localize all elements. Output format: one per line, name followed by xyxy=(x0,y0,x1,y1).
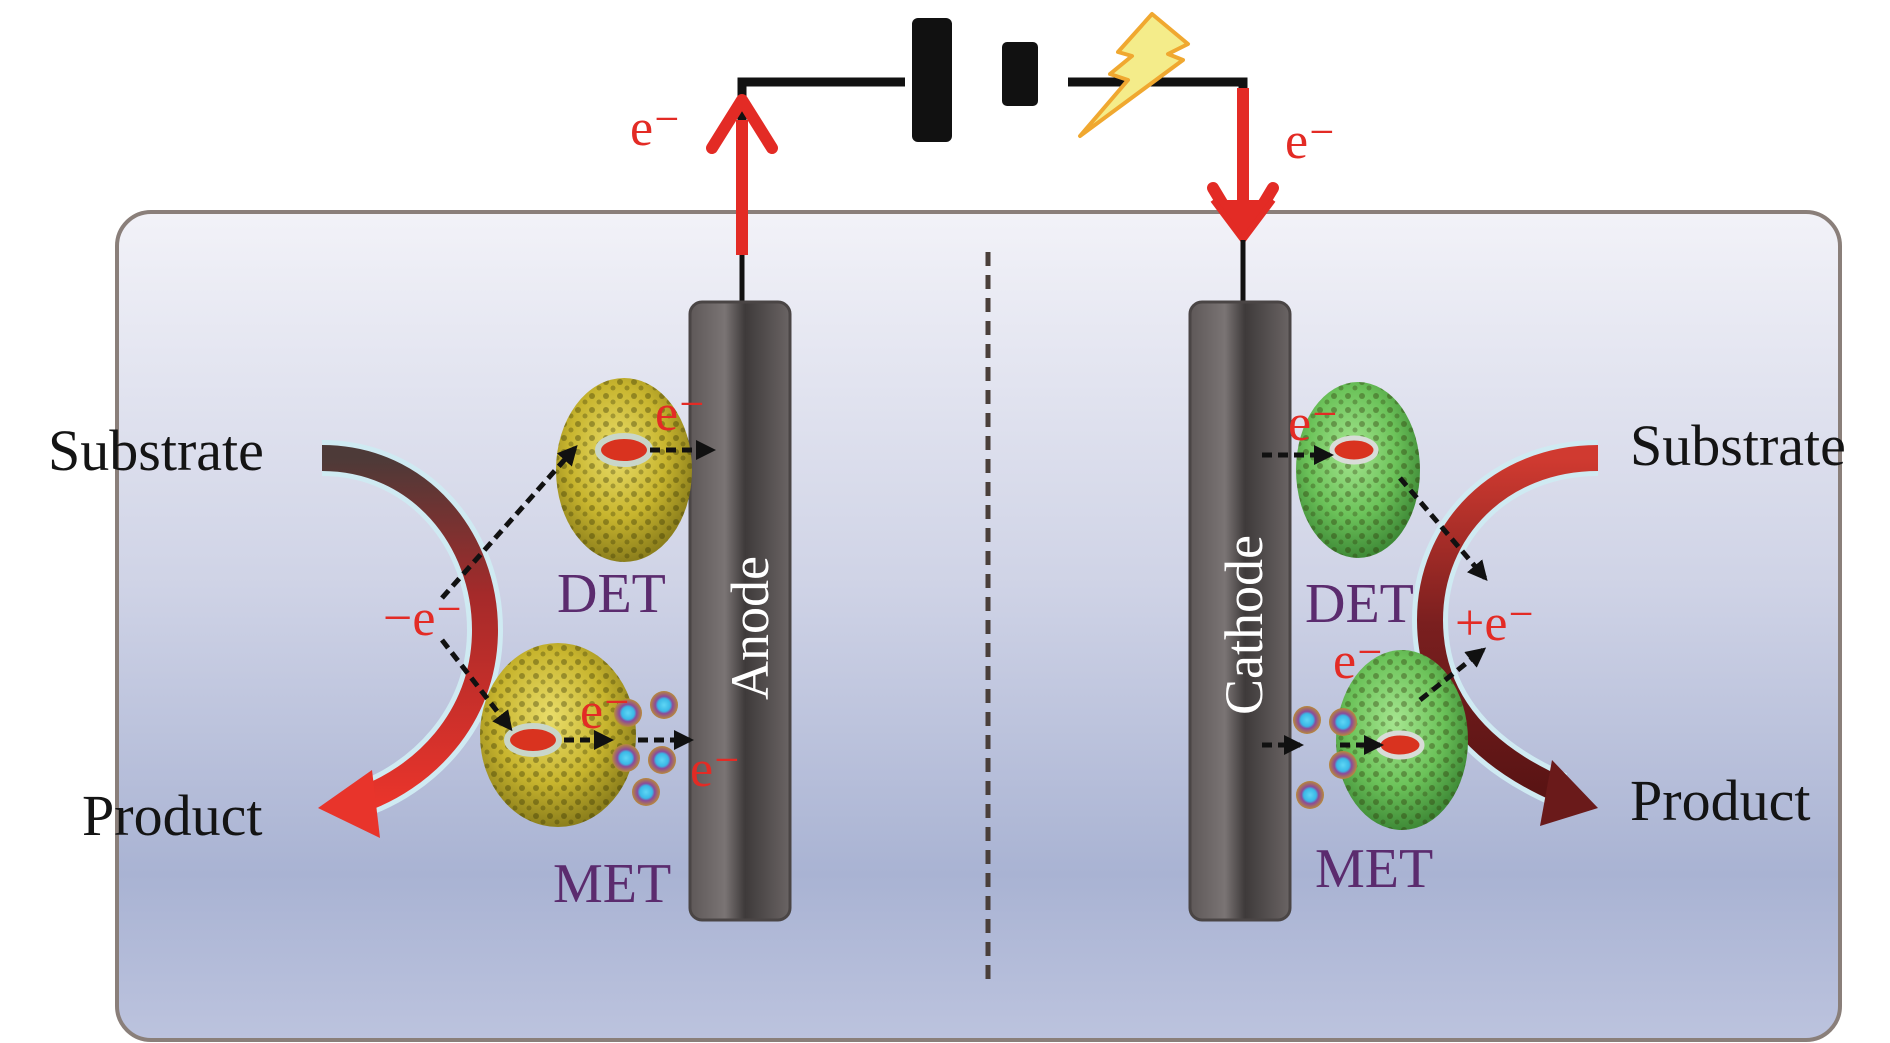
anode-met-substrate-to-enzyme-arrow xyxy=(440,638,513,732)
mediator-molecule xyxy=(614,699,642,727)
anode-reaction-label: −e⁻ xyxy=(383,590,463,647)
anode-substrate-to-product-arrow xyxy=(318,440,504,838)
cathode-met-electron-label: e⁻ xyxy=(1333,633,1384,690)
electrolyte-chamber xyxy=(115,210,1842,1042)
anode-mediators xyxy=(612,691,678,806)
cathode-met-enzyme xyxy=(1336,650,1468,830)
cathode-label: Cathode xyxy=(1214,535,1274,715)
mediator-molecule xyxy=(648,746,676,774)
cathode-flow-electron-label: e⁻ xyxy=(1285,113,1336,170)
mediator-molecule xyxy=(632,778,660,806)
cathode-substrate-label: Substrate xyxy=(1630,413,1846,478)
cathode-product-label: Product xyxy=(1630,768,1810,833)
electron-transfer-arrows xyxy=(440,440,1488,755)
anode-det-enzyme xyxy=(556,378,692,562)
mediator-molecule xyxy=(650,691,678,719)
battery-icon xyxy=(912,18,1038,142)
cathode-det-enzyme xyxy=(1296,382,1420,558)
anode-label: Anode xyxy=(720,556,780,700)
cathode-substrate-to-product-arrow xyxy=(1411,440,1599,826)
cathode-det-enzyme-to-substrate-arrow xyxy=(1398,476,1488,582)
anode-met-enzyme xyxy=(480,643,636,827)
mediator-molecule xyxy=(1329,751,1357,779)
cathode-met-label: MET xyxy=(1315,838,1433,900)
anode-met-electrode-electron-label: e⁻ xyxy=(690,741,741,798)
cathode-det-electron-label: e⁻ xyxy=(1288,395,1339,452)
cathode-met-enzyme-to-substrate-arrow xyxy=(1418,647,1487,702)
anode-det-electron-label: e⁻ xyxy=(655,385,706,442)
anode-product-label: Product xyxy=(82,783,262,848)
active-site-icon xyxy=(504,723,562,757)
anode-substrate-label: Substrate xyxy=(48,418,264,483)
mediator-molecule xyxy=(1293,706,1321,734)
mediator-molecule xyxy=(612,744,640,772)
anode-met-enzyme-electron-label: e⁻ xyxy=(580,683,631,740)
lightning-bolt-icon xyxy=(1078,12,1190,138)
anode-flow-electron-label: e⁻ xyxy=(630,100,681,157)
mediator-molecule xyxy=(1296,781,1324,809)
cathode-reaction-label: +e⁻ xyxy=(1455,595,1535,652)
anode-met-label: MET xyxy=(553,853,671,915)
active-site-icon xyxy=(1329,435,1379,465)
cathode-mediators xyxy=(1293,706,1357,809)
mediator-molecule xyxy=(1329,708,1357,736)
active-site-icon xyxy=(595,433,653,467)
anode-det-substrate-to-enzyme-arrow xyxy=(440,445,578,600)
cathode-det-label: DET xyxy=(1305,573,1414,635)
external-circuit xyxy=(737,12,1248,305)
active-site-icon xyxy=(1375,730,1425,760)
anode-det-label: DET xyxy=(557,563,666,625)
